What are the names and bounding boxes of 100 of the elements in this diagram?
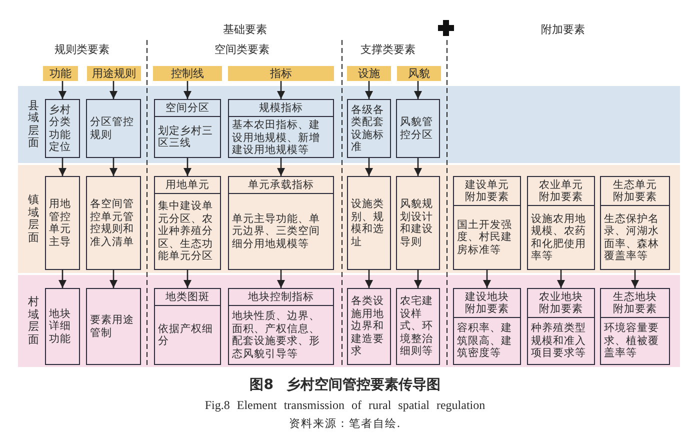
box-heading: 生态单元附加要素	[601, 177, 669, 206]
box-text: 划定乡村三区三线	[158, 124, 214, 150]
element-box	[600, 288, 670, 365]
arrow	[277, 81, 285, 99]
box-heading: 地块控制指标	[229, 289, 333, 306]
element-tag: 控制线	[153, 66, 222, 81]
group-heading: 基础要素	[223, 22, 267, 37]
box-heading: 单元承载指标	[229, 177, 333, 194]
arrow	[184, 158, 192, 176]
box-text: 要素用途管制	[90, 314, 135, 339]
band-label: 镇域层面	[27, 194, 40, 244]
box-text: 分区管控规则	[90, 116, 135, 141]
element-box	[86, 99, 141, 158]
box-text: 设施农用地规模、农药和化肥使用率等	[531, 212, 587, 262]
category-heading: 空间类要素	[214, 42, 270, 57]
element-tag: 功能	[43, 66, 78, 81]
arrow	[365, 270, 373, 288]
arrow	[365, 158, 373, 176]
element-tag: 设施	[347, 66, 391, 81]
box-text: 乡村分类功能定位	[49, 104, 72, 154]
element-box	[45, 99, 80, 158]
element-box	[154, 288, 221, 365]
english-caption: Fig.8 Element transmission of rural spatial regulation	[204, 398, 486, 413]
band-label: 村域层面	[27, 296, 40, 346]
box-heading: 建设地块附加要素	[454, 289, 520, 318]
box-text: 地块性质、边界、面积、产权信息、配套设施要求、形态风貌引导等	[232, 310, 321, 360]
figure-caption: 图8 乡村空间管控要素传导图	[250, 376, 440, 394]
box-heading: 建设单元附加要素	[454, 177, 520, 206]
band-label: 县域层面	[27, 100, 40, 150]
element-box	[228, 288, 334, 365]
arrow	[277, 270, 285, 288]
box-text: 风貌管控分区	[400, 116, 434, 141]
element-box	[228, 99, 334, 158]
box-heading: 生态地块附加要素	[601, 289, 669, 318]
arrow	[483, 270, 491, 288]
arrow	[110, 270, 118, 288]
element-box	[396, 99, 440, 158]
box-text: 设施类别、规模和选址	[351, 198, 385, 248]
box-heading: 空间分区	[155, 100, 220, 117]
element-tag: 用途规则	[87, 66, 141, 81]
element-box	[86, 176, 141, 270]
element-box	[45, 288, 80, 365]
element-box	[154, 176, 221, 270]
box-text: 集中建设单元分区、农业种养殖分区、生态功能单元分区	[158, 200, 214, 263]
box-text: 农宅建设样式、环境整治细则等	[400, 295, 434, 358]
element-box	[527, 176, 595, 270]
arrow	[110, 158, 118, 176]
box-text: 各级各类配套设施标准	[351, 104, 385, 154]
box-text: 国土开发强度、村民建房标准等	[457, 218, 513, 256]
box-text: 单元主导功能、单元边界、三类空间细分用地规模等	[232, 212, 321, 250]
box-text: 用地管控单元主导	[49, 198, 72, 248]
group-heading: 附加要素	[541, 22, 585, 37]
arrow	[414, 270, 422, 288]
level-band	[18, 165, 680, 273]
element-tag: 风貌	[397, 66, 441, 81]
arrow	[557, 270, 565, 288]
level-band	[18, 86, 680, 163]
category-heading: 支撑类要素	[360, 42, 416, 57]
element-box	[45, 176, 80, 270]
box-text: 环境容量要求、植被覆盖率等	[604, 322, 660, 360]
arrow	[110, 81, 118, 99]
source-note: 资料来源：笔者自绘.	[288, 416, 402, 431]
box-text: 基本农田指标、建设用地规模、新增建设用地规模等	[232, 119, 321, 156]
box-heading: 地类图斑	[155, 289, 220, 306]
arrow	[414, 158, 422, 176]
box-text: 地块详细功能	[49, 308, 72, 346]
box-text: 各类设施用地边界和建造要求	[351, 295, 385, 358]
box-text: 生态保护名录、河湖水面率、森林覆盖率等	[604, 212, 660, 262]
arrow	[414, 81, 422, 99]
element-box	[228, 176, 334, 270]
box-text: 各空间管控单元管控规则和准入清单	[90, 198, 135, 248]
element-box	[453, 176, 521, 270]
element-box	[396, 176, 440, 270]
element-tag: 指标	[228, 66, 334, 81]
box-text: 容积率、建筑限高、建筑密度等	[457, 322, 513, 360]
box-heading: 规模指标	[229, 100, 333, 117]
box-heading: 农业地块附加要素	[528, 289, 594, 318]
element-box	[396, 288, 440, 365]
box-heading: 用地单元	[155, 177, 220, 194]
element-box	[86, 288, 141, 365]
element-box	[347, 99, 391, 158]
element-box	[154, 99, 221, 158]
arrow	[365, 81, 373, 99]
box-text: 风貌规划设计和建设导则	[400, 198, 434, 248]
arrow	[631, 270, 639, 288]
arrow	[184, 81, 192, 99]
box-text: 种养殖类型规模和准入项目要求等	[531, 322, 587, 360]
category-heading: 规则类要素	[54, 42, 110, 57]
arrow	[184, 270, 192, 288]
box-text: 依据产权细分	[158, 322, 214, 348]
element-box	[600, 176, 670, 270]
element-box	[347, 288, 391, 365]
arrow	[277, 158, 285, 176]
arrow	[58, 158, 66, 176]
arrow	[58, 81, 66, 99]
element-box	[527, 288, 595, 365]
element-box	[347, 176, 391, 270]
level-band	[18, 275, 680, 367]
element-box	[453, 288, 521, 365]
arrow	[58, 270, 66, 288]
